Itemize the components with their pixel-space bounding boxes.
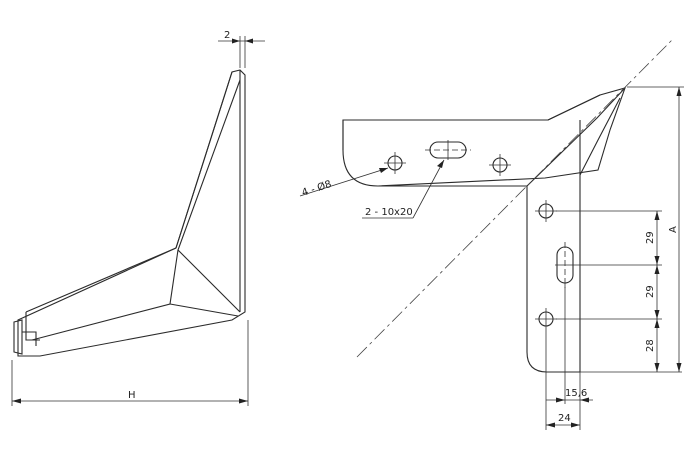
thickness-dimension: 2	[218, 30, 265, 68]
vertical-holes	[535, 200, 575, 330]
height-dimension: H	[11, 320, 249, 406]
height-label: H	[128, 390, 136, 401]
spacing-1-label: 29	[645, 231, 656, 244]
overall-label: A	[668, 226, 679, 233]
horizontal-holes	[384, 140, 511, 176]
width-label: 24	[558, 413, 571, 424]
slots-label: 2 - 10x20	[365, 207, 413, 218]
front-view	[342, 87, 626, 373]
holes-leader: 4 - Ø8	[299, 167, 389, 199]
bottom-offset-label: 28	[645, 339, 656, 352]
bottom-dimensions: 15,6 24	[545, 283, 593, 430]
overall-dimension: A	[627, 86, 684, 372]
spacing-2-label: 29	[645, 285, 656, 298]
side-view	[13, 69, 246, 357]
center-line	[356, 39, 673, 358]
holes-label: 4 - Ø8	[300, 178, 333, 199]
slots-leader: 2 - 10x20	[362, 159, 445, 219]
hole-offset-label: 15,6	[565, 388, 587, 399]
vertical-dimensions: 29 29 28	[556, 210, 682, 373]
thickness-label: 2	[224, 30, 230, 41]
